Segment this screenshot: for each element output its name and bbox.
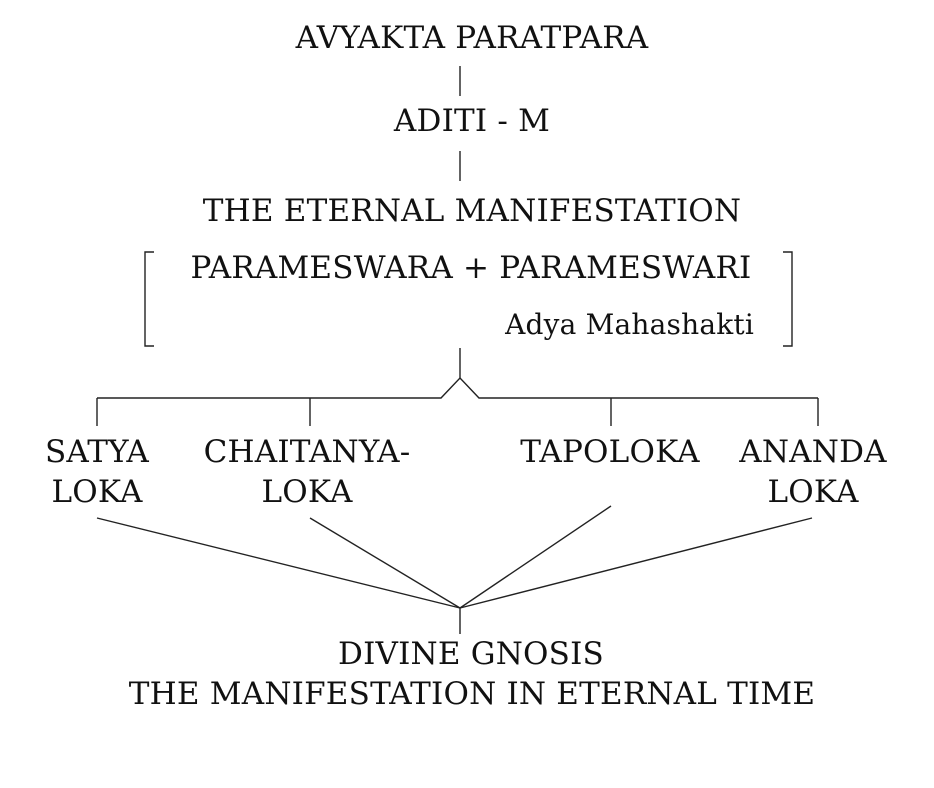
node-eternal-manifestation: THE ETERNAL MANIFESTATION [202, 193, 742, 229]
branch-bar [97, 376, 818, 399]
node-aditi: ADITI - M [393, 103, 551, 139]
node-avyakta-paratpara: AVYAKTA PARATPARA [295, 20, 649, 56]
node-chaitanya-loka-line1: CHAITANYA- [203, 434, 411, 470]
converge-satya [96, 517, 461, 609]
node-satya-loka-line2: LOKA [51, 474, 143, 510]
right-bracket [783, 251, 793, 347]
node-divine-gnosis: DIVINE GNOSIS [338, 636, 604, 672]
node-adya-mahashakti: Adya Mahashakti [505, 308, 754, 341]
node-parameswara: PARAMESWARA + PARAMESWARI [190, 250, 752, 286]
node-tapoloka: TAPOLOKA [520, 434, 700, 470]
node-chaitanya-loka-line2: LOKA [261, 474, 353, 510]
node-ananda-loka-line2: LOKA [767, 474, 859, 510]
converge-chaitanya [309, 517, 461, 609]
node-satya-loka-line1: SATYA [44, 434, 150, 470]
converge-tapoloka [459, 505, 612, 609]
converge-ananda [459, 517, 813, 609]
node-ananda-loka-line1: ANANDA [739, 434, 887, 470]
node-manifestation-eternal-time: THE MANIFESTATION IN ETERNAL TIME [128, 676, 816, 712]
left-bracket [144, 251, 154, 347]
